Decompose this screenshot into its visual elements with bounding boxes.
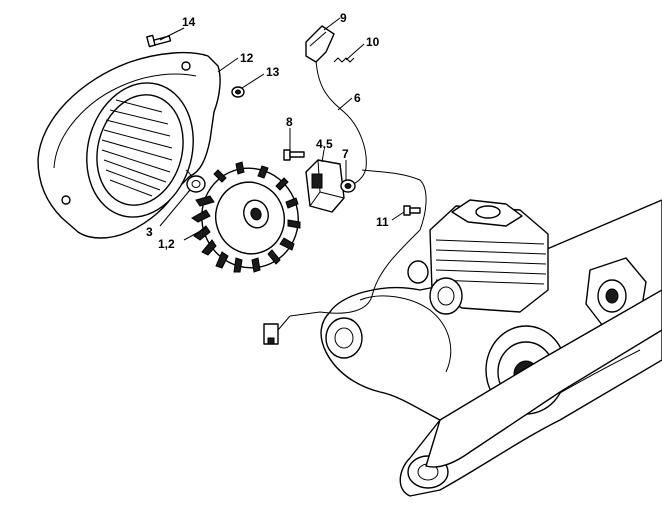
callout-6: 6 bbox=[354, 91, 361, 105]
callout-11: 11 bbox=[376, 215, 389, 229]
short-circuit-wire bbox=[263, 229, 421, 345]
fan-housing bbox=[37, 51, 221, 239]
callout-12: 12 bbox=[240, 51, 254, 65]
ignition-lead-part-6 bbox=[315, 59, 427, 231]
grommet-part-7 bbox=[340, 179, 356, 193]
screw-part-11 bbox=[403, 205, 421, 216]
callout-9: 9 bbox=[340, 11, 347, 25]
callout-labels: 14 9 10 12 13 6 8 4,5 7 3 1,2 11 bbox=[146, 11, 389, 251]
ignition-module-part-4-5 bbox=[305, 159, 345, 213]
callout-4-5: 4,5 bbox=[316, 137, 333, 151]
flywheel-part-1-2 bbox=[191, 161, 301, 273]
callout-3: 3 bbox=[146, 225, 153, 239]
callout-1-2: 1,2 bbox=[158, 237, 175, 251]
screw-part-14 bbox=[146, 34, 172, 48]
callout-13: 13 bbox=[266, 65, 280, 79]
callout-8: 8 bbox=[286, 115, 293, 129]
leader-lines bbox=[159, 17, 405, 241]
washer-part-3 bbox=[186, 175, 206, 193]
callout-14: 14 bbox=[182, 15, 196, 29]
carburetor-intake bbox=[407, 260, 463, 315]
guide-arm bbox=[425, 289, 662, 468]
fan-housing-grille bbox=[101, 99, 173, 197]
callout-7: 7 bbox=[342, 147, 349, 161]
screw-part-8 bbox=[283, 149, 305, 161]
spring-part-10 bbox=[333, 57, 355, 63]
sleeve-part-13 bbox=[231, 86, 245, 98]
callout-10: 10 bbox=[366, 35, 380, 49]
spark-plug-cap-part-9 bbox=[305, 25, 335, 63]
flywheel-fins bbox=[191, 161, 301, 273]
